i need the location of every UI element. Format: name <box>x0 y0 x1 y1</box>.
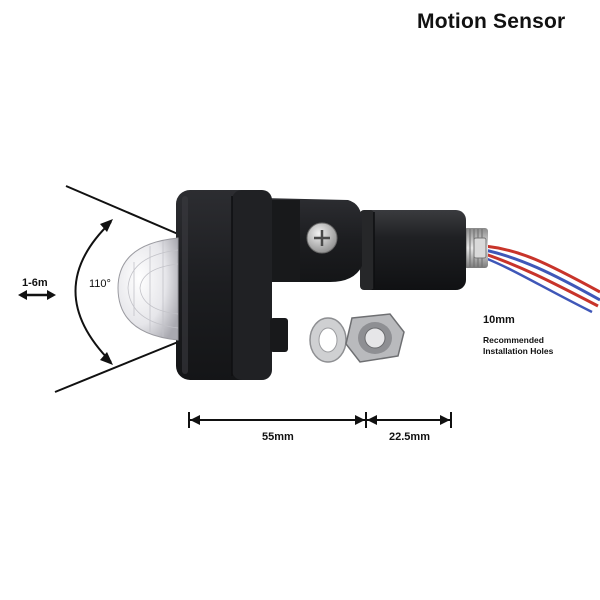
detection-range-label: 1-6m <box>22 277 48 289</box>
range-arrowhead-left <box>18 290 27 300</box>
installation-note: Recommended Installation Holes <box>483 335 553 357</box>
angle-arrowhead-bottom <box>100 352 113 365</box>
angle-arrowhead-top <box>100 219 113 232</box>
cone-lower-line <box>54 341 179 393</box>
mount-length-label: 22.5mm <box>389 431 430 443</box>
threaded-end <box>462 228 488 268</box>
cone-upper-line <box>65 185 179 235</box>
pir-lens <box>117 237 179 341</box>
mounting-washer <box>309 317 347 363</box>
hole-size-label: 10mm <box>483 314 515 326</box>
wire-bundle <box>484 244 600 314</box>
dimension-lines <box>188 412 452 428</box>
angle-arc <box>74 221 112 363</box>
page-title: Motion Sensor <box>417 10 566 33</box>
installation-note-line2: Installation Holes <box>483 346 554 356</box>
mounting-nut <box>345 313 405 363</box>
sensor-housing <box>176 190 288 380</box>
mount-cylinder <box>360 210 466 290</box>
body-length-label: 55mm <box>262 431 294 443</box>
range-arrowhead-right <box>47 290 56 300</box>
detection-diagram <box>18 185 179 393</box>
screw-icon <box>306 222 338 254</box>
installation-note-line1: Recommended <box>483 335 544 345</box>
detection-angle-label: 110° <box>89 278 111 290</box>
